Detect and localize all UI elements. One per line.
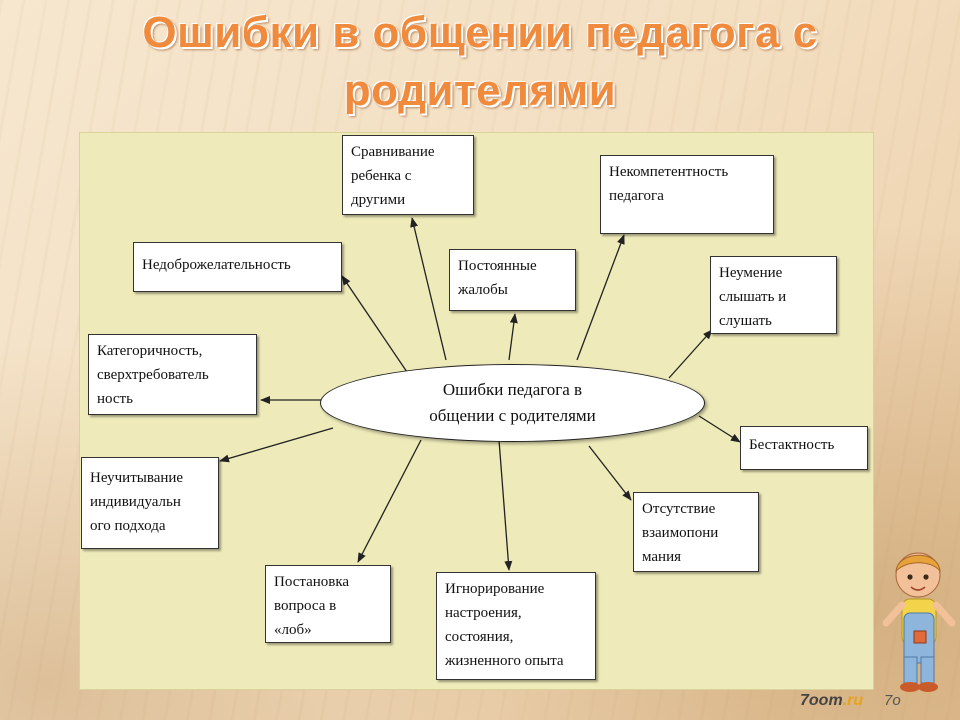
box-comparing-line3: другими	[351, 192, 406, 208]
footer-logo-suffix: .ru	[842, 692, 864, 709]
box-individual-line2: индивидуальн	[90, 494, 181, 510]
box-categorical-line2: сверхтребователь	[97, 367, 209, 383]
box-comparing-line1: Сравнивание	[351, 144, 435, 160]
box-complaints-line1: Постоянные	[458, 258, 537, 274]
box-unfriendliness-line1: Недоброжелательность	[142, 257, 291, 273]
box-categorical: Категоричность, сверхтребователь ность	[88, 334, 257, 415]
box-categorical-line1: Категоричность,	[97, 343, 203, 359]
box-understanding-line2: взаимопони	[642, 525, 719, 541]
box-listening-line2: слышать и	[719, 289, 787, 305]
diagram-arrows	[219, 217, 741, 571]
arrow-to-listening	[668, 329, 713, 379]
page-title: Ошибки в общении педагога с родителями	[0, 4, 960, 120]
box-comparing-line2: ребенка с	[351, 168, 412, 184]
central-line1: Ошибки педагога в	[442, 380, 583, 399]
box-understanding-line1: Отсутствие	[642, 501, 716, 517]
box-understanding-line3: мания	[642, 549, 682, 565]
arrow-to-incompetence	[576, 234, 625, 361]
box-listening: Неумение слышать и слушать	[710, 256, 837, 334]
box-ignoring-line3: состояния,	[445, 629, 514, 645]
central-ellipse: Ошибки педагога в общении с родителями	[320, 364, 705, 442]
central-line2: общении с родителями	[429, 406, 596, 425]
box-forehead: Постановка вопроса в «лоб»	[265, 565, 391, 643]
box-incompetence-line1: Некомпетентность	[609, 164, 729, 180]
box-ignoring: Игнорирование настроения, состояния, жиз…	[436, 572, 596, 680]
box-ignoring-line4: жизненного опыта	[445, 653, 564, 669]
footer-logo-secondary: 7o	[884, 692, 901, 709]
box-incompetence-line2: педагога	[609, 188, 664, 204]
arrow-to-ignoring	[498, 439, 513, 571]
box-listening-line3: слушать	[719, 313, 772, 329]
box-tactless-line1: Бестактность	[749, 437, 835, 453]
box-ignoring-line1: Игнорирование	[445, 581, 545, 597]
box-tactless: Бестактность	[740, 426, 868, 470]
footer-logo-text: 7oom	[800, 692, 843, 709]
box-forehead-line3: «лоб»	[274, 622, 312, 638]
arrow-to-understanding	[588, 445, 632, 501]
child-illustration-icon	[882, 552, 956, 692]
arrow-to-forehead	[357, 439, 422, 563]
arrow-to-complaints	[508, 313, 518, 361]
box-incompetence: Некомпетентность педагога	[600, 155, 774, 234]
box-forehead-line2: вопроса в	[274, 598, 337, 614]
box-categorical-line3: ность	[97, 391, 133, 407]
arrow-to-individual	[219, 427, 334, 463]
arrow-to-comparing	[410, 217, 447, 361]
footer-logo: 7oom.ru	[800, 692, 863, 710]
box-individual-line3: ого подхода	[90, 518, 166, 534]
box-listening-line1: Неумение	[719, 265, 783, 281]
box-ignoring-line2: настроения,	[445, 605, 522, 621]
box-understanding: Отсутствие взаимопони мания	[633, 492, 759, 572]
box-individual: Неучитывание индивидуальн ого подхода	[81, 457, 219, 549]
box-complaints: Постоянные жалобы	[449, 249, 576, 311]
page-title-line2: родителями	[343, 66, 617, 115]
box-unfriendliness: Недоброжелательность	[133, 242, 342, 292]
box-complaints-line2: жалобы	[458, 282, 508, 298]
page-title-line1: Ошибки в общении педагога с	[142, 8, 818, 57]
box-comparing: Сравнивание ребенка с другими	[342, 135, 474, 215]
box-forehead-line1: Постановка	[274, 574, 350, 590]
arrow-to-unfriendliness	[341, 275, 408, 373]
arrow-to-tactless	[698, 415, 741, 443]
box-individual-line1: Неучитывание	[90, 470, 184, 486]
